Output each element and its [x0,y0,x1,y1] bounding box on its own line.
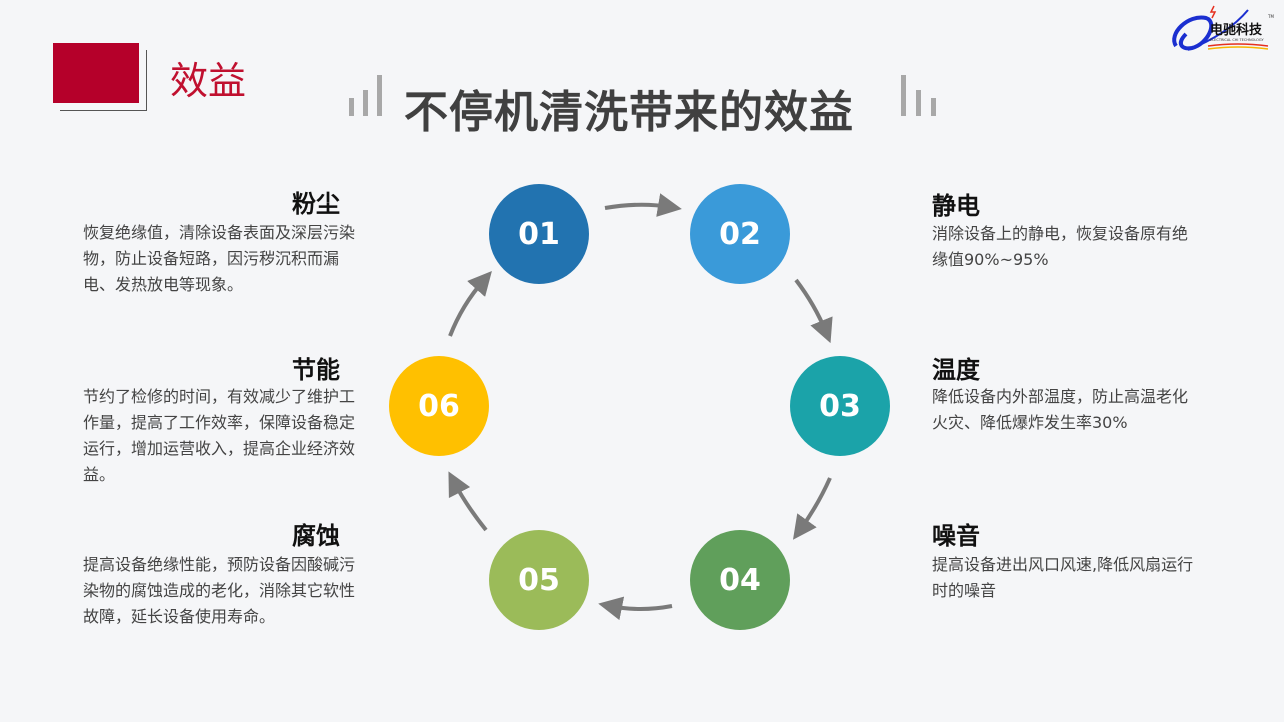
text-energy: 节约了检修的时间，有效减少了维护工作量，提高了工作效率，保障设备稳定运行，增加运… [83,387,356,484]
step-circle-01: 01 [489,184,589,284]
arrow-02-03 [794,278,833,344]
heading-temperature: 温度 [932,356,980,384]
title-decor-bar [901,75,906,116]
step-circle-03: 03 [790,356,890,456]
page-title: 不停机清洗带来的效益 [404,87,854,138]
section-tag: 效益 [170,59,247,103]
company-logo: 电驰科技 ELECTRICAL CHI TECHNOLOGY TM [1172,5,1274,51]
svg-text:电驰科技: 电驰科技 [1210,22,1263,38]
step-number: 01 [518,216,560,252]
title-decor-bar [349,98,354,116]
heading-energy: 节能 [292,356,340,384]
tag-block [53,43,139,103]
step-number: 03 [819,388,861,424]
heading-dust: 粉尘 [292,190,340,218]
step-circle-02: 02 [690,184,790,284]
step-number: 05 [518,562,560,598]
text-dust: 恢复绝缘值，清除设备表面及深层污染物，防止设备短路，因污秽沉积而漏电、发热放电等… [83,223,356,294]
heading-noise: 噪音 [932,522,980,550]
text-noise: 提高设备进出风口风速,降低风扇运行时的噪音 [932,555,1194,600]
heading-static: 静电 [932,192,980,220]
arrow-03-04 [792,477,832,540]
text-temperature: 降低设备内外部温度，防止高温老化火灾、降低爆炸发生率30% [932,387,1189,432]
arrow-01-02 [604,193,682,217]
step-circle-05: 05 [489,530,589,630]
arrow-05-06 [448,471,488,532]
text-static: 消除设备上的静电，恢复设备原有绝缘值90%~95% [932,224,1189,269]
title-decor-bar [377,75,382,116]
title-decor-bar [931,98,936,116]
tag-shadow [60,50,147,111]
step-circle-04: 04 [690,530,790,630]
arrow-04-05 [598,596,673,621]
svg-text:ELECTRICAL CHI TECHNOLOGY: ELECTRICAL CHI TECHNOLOGY [1210,38,1264,42]
step-circle-06: 06 [389,356,489,456]
text-corrosion: 提高设备绝缘性能，预防设备因酸碱污染物的腐蚀造成的老化，消除其它软性故障，延长设… [83,555,356,626]
step-number: 06 [418,388,460,424]
step-number: 02 [719,216,761,252]
arrow-06-01 [448,270,492,337]
step-number: 04 [719,562,761,598]
title-decor-bar [363,90,368,116]
heading-corrosion: 腐蚀 [292,522,340,550]
svg-text:TM: TM [1267,14,1274,19]
title-decor-bar [916,90,921,116]
